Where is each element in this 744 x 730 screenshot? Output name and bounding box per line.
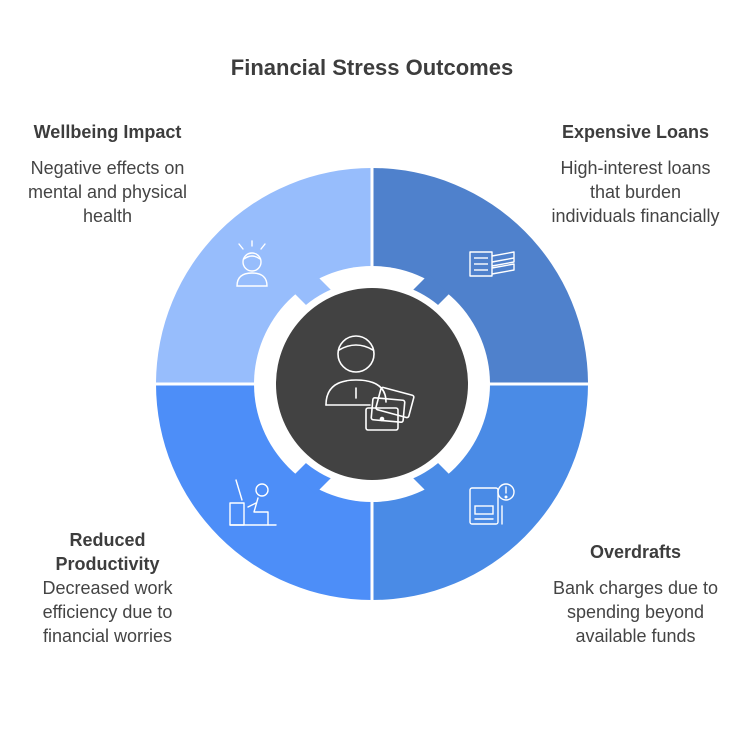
center-circle — [276, 288, 468, 480]
worker-at-desk-icon — [229, 479, 277, 526]
label-overdrafts: Overdrafts Bank charges due to spending … — [548, 540, 723, 648]
label-loans: Expensive Loans High-interest loans that… — [548, 120, 723, 228]
description-wellbeing: Negative effects on mental and physical … — [27, 158, 188, 226]
description-productivity: Decreased work efficiency due to financi… — [42, 578, 173, 646]
heading-overdrafts: Overdrafts — [589, 542, 682, 562]
heading-loans: Expensive Loans — [561, 122, 710, 142]
money-stack-icon — [469, 251, 515, 277]
description-overdrafts: Bank charges due to spending beyond avai… — [552, 578, 719, 646]
segment-productivity — [156, 384, 372, 600]
heading-wellbeing: Wellbeing Impact — [33, 122, 182, 142]
diagram-title: Financial Stress Outcomes — [230, 55, 514, 80]
label-productivity: Reduced Productivity Decreased work effi… — [20, 528, 195, 648]
bank-statement-alert-icon — [469, 483, 515, 525]
label-wellbeing: Wellbeing Impact Negative effects on men… — [20, 120, 195, 228]
stressed-person-icon — [236, 240, 268, 287]
person-with-cards-icon — [325, 335, 415, 431]
segment-overdrafts — [372, 384, 588, 600]
description-loans: High-interest loans that burden individu… — [551, 158, 720, 226]
heading-productivity: Reduced Productivity — [55, 530, 160, 574]
